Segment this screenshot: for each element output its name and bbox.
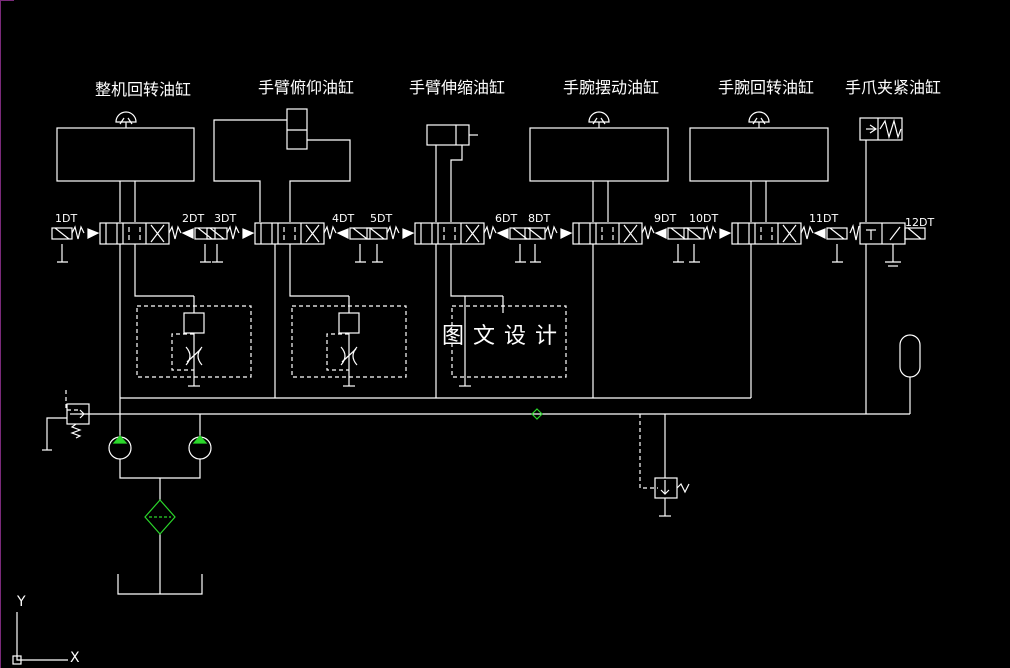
cylinder-label-5: 手腕回转油缸 [718,78,814,97]
cylinder-label-4: 手腕摆动油缸 [563,78,659,97]
rotary-actuator-4 [529,111,669,222]
solenoid-label: 5DT [370,212,392,225]
directional-valve-5 [683,222,848,263]
cylinder-label-3: 手臂伸缩油缸 [409,78,505,97]
cylinder-label-6: 手爪夹紧油缸 [845,78,941,97]
ucs-axis-icon [12,612,68,665]
flow-control-elements [183,296,504,387]
watermark: 图文设计 [442,324,567,349]
directional-valve-6 [849,222,926,267]
ucs-y-label: Y [16,594,26,610]
rotary-actuator-1 [56,111,195,222]
solenoid-label: 3DT [214,212,236,225]
pipework [42,244,921,595]
accumulator [899,334,921,378]
extension-cylinder-3 [426,124,478,222]
cylinder-label-2: 手臂俯仰油缸 [258,78,354,97]
solenoid-label: 4DT [332,212,354,225]
directional-valve-4 [524,222,689,263]
gripper-cylinder-6 [859,117,903,222]
solenoid-label: 2DT [182,212,204,225]
oil-tank [117,574,203,595]
solenoid-label: 11DT [809,212,838,225]
filter-icon [144,499,176,535]
solenoid-label: 10DT [689,212,718,225]
pitch-cylinder-2 [213,108,351,222]
solenoid-label: 6DT [495,212,517,225]
solenoid-label: 1DT [55,212,77,225]
solenoid-label: 9DT [654,212,676,225]
cylinder-label-1: 整机回转油缸 [95,80,191,99]
frame-top-edge [0,0,14,1]
solenoid-label: 12DT [905,216,934,229]
solenoid-label: 8DT [528,212,550,225]
flow-control-block-3 [451,305,567,378]
directional-valve-2 [206,222,371,263]
rotary-actuator-5 [689,111,829,222]
frame-left-edge [0,0,1,668]
directional-valve-1 [51,222,216,263]
check-valve-icon [531,408,543,420]
ucs-x-label: X [70,650,80,666]
directional-valve-3 [366,222,531,263]
